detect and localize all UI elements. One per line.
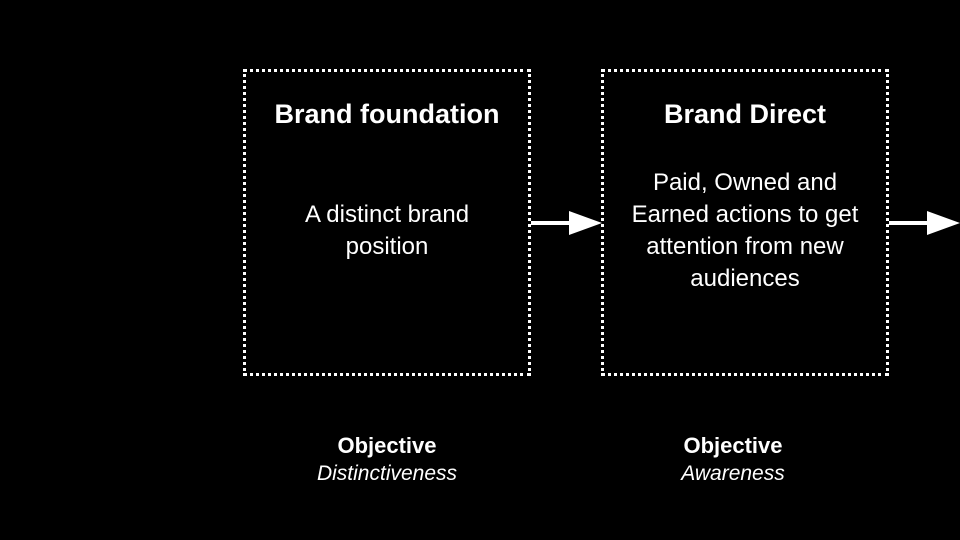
objective-label: Objective	[683, 433, 783, 458]
stage-description: A distinct brand position	[304, 201, 470, 260]
objective-value: Awareness	[681, 462, 785, 485]
objective-value: Distinctiveness	[316, 462, 458, 485]
objective-label: Objective	[337, 433, 437, 458]
objective-brand-direct: Objective Awareness	[589, 432, 877, 488]
objective-brand-foundation: Objective Distinctiveness	[243, 432, 531, 488]
arrow-right-icon	[531, 211, 602, 235]
stage-title: Brand Direct	[663, 99, 827, 129]
stage-title: Brand foundation	[274, 99, 500, 129]
stage-description: Paid, Owned and Earned actions to get at…	[631, 169, 859, 292]
stage-box-brand-foundation: Brand foundation A distinct brand positi…	[243, 69, 531, 376]
stage-box-brand-direct: Brand Direct Paid, Owned and Earned acti…	[601, 69, 889, 376]
arrow-right-icon	[889, 211, 960, 235]
